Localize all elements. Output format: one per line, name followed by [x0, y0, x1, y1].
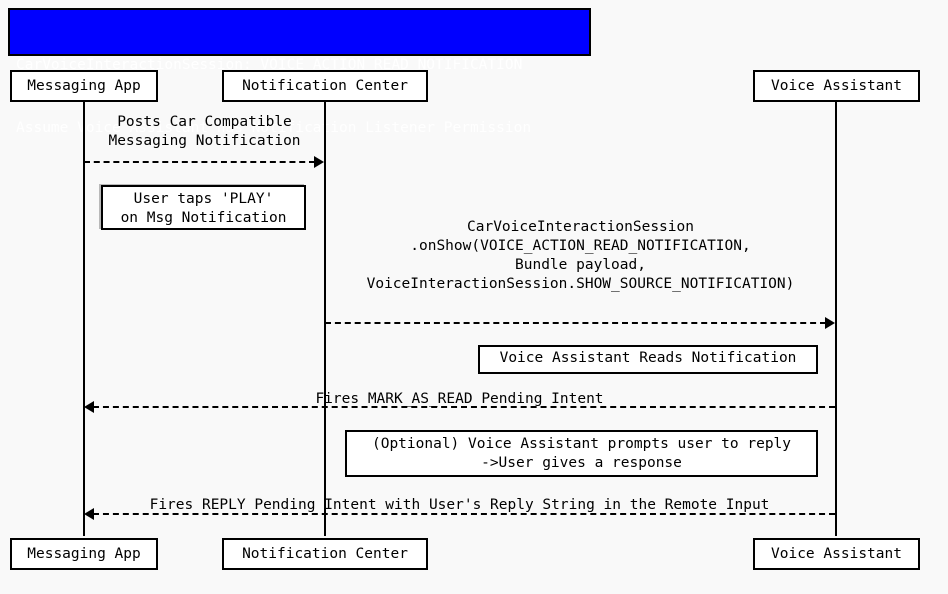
lifeline-messaging-app [83, 102, 85, 536]
note-user-taps-play-line-2: on Msg Notification [120, 210, 287, 226]
participant-top-voice-assistant[interactable]: Voice Assistant [753, 70, 920, 102]
note-user-taps-play-line-1: User taps 'PLAY' [133, 191, 274, 207]
message-arrow-reply-intent [93, 513, 835, 515]
message-label-on-show-line-3: Bundle payload, [515, 257, 646, 273]
message-arrowhead-on-show [825, 317, 835, 329]
participant-bottom-notification-center[interactable]: Notification Center [222, 538, 428, 570]
note-assistant-reads-notification-line-1: Voice Assistant Reads Notification [499, 350, 797, 366]
diagram-title-line-1: CarVoiceInteractionSession: VOICE_ACTION… [16, 57, 523, 73]
diagram-title-banner: CarVoiceInteractionSession: VOICE_ACTION… [8, 8, 591, 136]
lifeline-notification-center [324, 102, 326, 536]
message-label-post-notification-line-2: Messaging Notification [108, 133, 301, 149]
message-arrow-post-notification [84, 161, 315, 163]
participant-bottom-messaging-app[interactable]: Messaging App [10, 538, 158, 570]
message-arrowhead-reply-intent [84, 508, 94, 520]
lifeline-voice-assistant [835, 102, 837, 536]
participant-bottom-voice-assistant[interactable]: Voice Assistant [753, 538, 920, 570]
message-label-on-show-line-1: CarVoiceInteractionSession [467, 219, 694, 235]
message-label-post-notification-line-1: Posts Car Compatible [117, 114, 292, 130]
note-assistant-reads-notification: Voice Assistant Reads Notification [478, 345, 818, 374]
message-label-mark-as-read-line-1: Fires MARK_AS_READ Pending Intent [315, 391, 604, 407]
participant-top-messaging-app[interactable]: Messaging App [10, 70, 158, 102]
diagram-title-line-2: Assume Voice Assistant has Notification … [16, 120, 532, 136]
note-user-taps-play: User taps 'PLAY' on Msg Notification [101, 185, 306, 230]
message-arrow-mark-as-read [93, 406, 835, 408]
note-optional-reply-prompt-line-1: (Optional) Voice Assistant prompts user … [371, 436, 792, 452]
note-optional-reply-prompt-line-2: ->User gives a response [481, 455, 682, 471]
message-arrow-on-show [325, 322, 826, 324]
message-arrowhead-post-notification [314, 156, 324, 168]
message-label-on-show-line-4: VoiceInteractionSession.SHOW_SOURCE_NOTI… [366, 276, 795, 292]
note-optional-reply-prompt: (Optional) Voice Assistant prompts user … [345, 430, 818, 477]
message-arrowhead-mark-as-read [84, 401, 94, 413]
participant-top-notification-center[interactable]: Notification Center [222, 70, 428, 102]
message-label-on-show-line-2: .onShow(VOICE_ACTION_READ_NOTIFICATION, [410, 238, 751, 254]
message-label-reply-intent-line-1: Fires REPLY Pending Intent with User's R… [149, 497, 770, 513]
